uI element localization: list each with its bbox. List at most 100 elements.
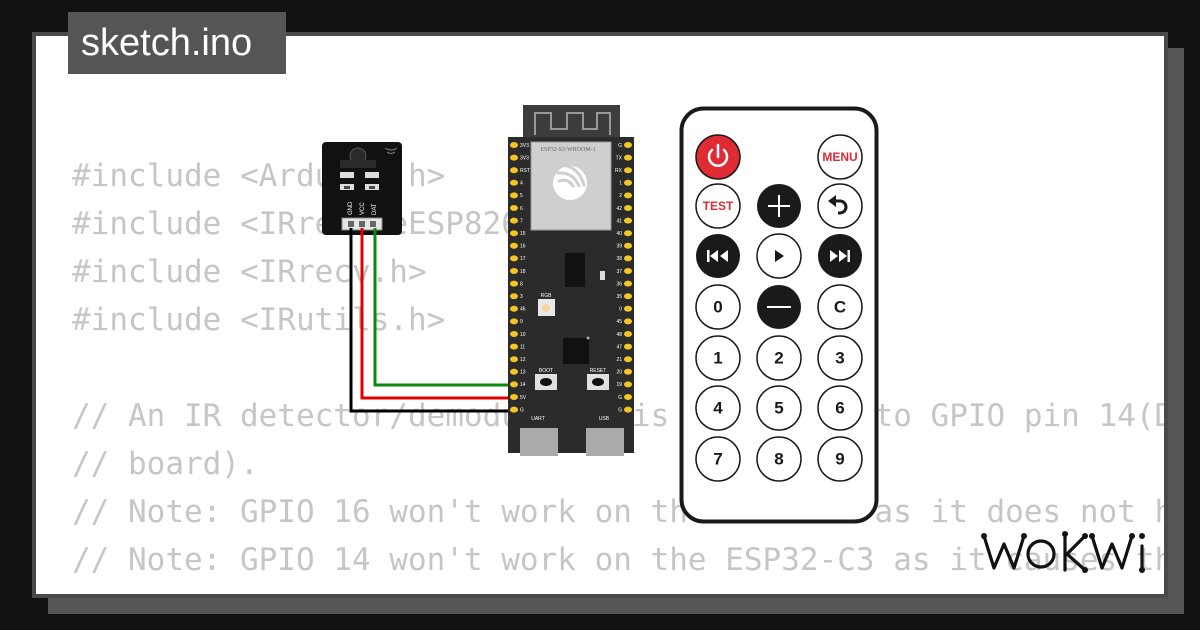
esp32-s3-devkit[interactable]: ESP32-S3-WROOM-1 3V33V3RST45671516171883… (508, 105, 634, 456)
digit-button-0[interactable]: 0 (695, 284, 741, 330)
left-pin-pad[interactable] (510, 318, 518, 325)
left-pin-pad[interactable] (510, 217, 518, 224)
digit-button-2[interactable]: 2 (756, 335, 802, 381)
right-pin-pad[interactable] (624, 255, 632, 262)
left-pin-pad[interactable] (510, 356, 518, 363)
left-pin-pad[interactable] (510, 305, 518, 312)
power-button[interactable] (695, 134, 741, 180)
left-pin-pad[interactable] (510, 268, 518, 274)
right-pin-pad[interactable] (624, 205, 632, 211)
left-pin-pad[interactable] (510, 381, 518, 388)
digit-label-3: 3 (835, 349, 844, 368)
digit-label-0: 0 (713, 298, 722, 317)
left-pin-pad[interactable] (510, 192, 518, 199)
left-pin-pad[interactable] (510, 280, 518, 287)
right-pin-pad[interactable] (624, 230, 632, 237)
menu-label: MENU (822, 150, 857, 164)
clear-button[interactable]: C (817, 284, 863, 330)
right-pin-pad[interactable] (624, 217, 632, 224)
left-pin-label: 46 (520, 307, 526, 313)
right-pin-label: RX (615, 168, 623, 174)
left-pin-pad[interactable] (510, 394, 518, 400)
back-button[interactable] (817, 183, 863, 229)
digit-label-5: 5 (774, 399, 783, 418)
left-pin-label: 10 (520, 332, 526, 338)
digit-button-5[interactable]: 5 (756, 385, 802, 431)
left-pin-pad[interactable] (510, 255, 518, 262)
left-pin-label: G (520, 407, 524, 413)
right-pin-pad[interactable] (624, 154, 632, 161)
ir-receiver-sensor[interactable]: GND VCC DAT (322, 142, 402, 235)
right-pin-pad[interactable] (624, 242, 632, 249)
right-pin-pad[interactable] (624, 381, 632, 388)
left-pin-pad[interactable] (510, 406, 518, 413)
digit-button-4[interactable]: 4 (695, 385, 741, 431)
left-pin-pad[interactable] (510, 179, 518, 186)
right-pin-pad[interactable] (624, 142, 632, 148)
right-pin-pad[interactable] (624, 394, 632, 400)
plus-button[interactable] (757, 184, 801, 228)
digit-button-7[interactable]: 7 (695, 436, 741, 482)
digit-button-6[interactable]: 6 (817, 385, 863, 431)
file-tab[interactable]: sketch.ino (68, 12, 286, 74)
right-pin-pad[interactable] (624, 280, 632, 287)
digit-label-7: 7 (713, 450, 722, 469)
left-pin-pad[interactable] (510, 331, 518, 337)
right-pin-pad[interactable] (624, 356, 632, 363)
right-pin-pad[interactable] (624, 268, 632, 274)
right-pin-label: 35 (616, 294, 622, 300)
right-pin-pad[interactable] (624, 167, 632, 174)
right-pin-label: 21 (616, 357, 622, 363)
right-pin-label: 2 (619, 193, 622, 199)
module-label: ESP32-S3-WROOM-1 (540, 147, 595, 153)
right-pin-pad[interactable] (624, 331, 632, 337)
left-pin-pad[interactable] (510, 368, 518, 375)
digit-button-1[interactable]: 1 (695, 335, 741, 381)
reset-label: RESET (590, 368, 607, 374)
ir-remote[interactable]: MENU TEST (679, 106, 879, 524)
back-arrow-icon (828, 195, 848, 215)
left-pin-pad[interactable] (510, 142, 518, 148)
right-pin-pad[interactable] (624, 305, 632, 312)
right-pin-label: 19 (616, 382, 622, 388)
digit-label-4: 4 (713, 399, 723, 418)
left-pin-pad[interactable] (510, 242, 518, 249)
left-pin-label: 3V3 (520, 143, 529, 149)
right-pin-label: TX (616, 155, 623, 161)
left-pin-pad[interactable] (510, 293, 518, 300)
boot-button[interactable] (535, 374, 557, 390)
test-button[interactable]: TEST (695, 183, 741, 229)
right-pin-pad[interactable] (624, 406, 632, 413)
boot-label: BOOT (539, 368, 553, 374)
right-pin-pad[interactable] (624, 368, 632, 375)
digit-label-1: 1 (713, 349, 722, 368)
left-pin-pad[interactable] (510, 205, 518, 211)
minus-button[interactable] (757, 285, 801, 329)
rewind-button[interactable] (696, 234, 740, 278)
right-pin-pad[interactable] (624, 293, 632, 300)
digit-button-9[interactable]: 9 (817, 436, 863, 482)
right-pin-pad[interactable] (624, 192, 632, 199)
forward-icon (830, 250, 850, 262)
left-pin-label: 14 (520, 382, 526, 388)
rewind-icon (707, 250, 728, 262)
right-pin-pad[interactable] (624, 318, 632, 325)
left-pin-label: 17 (520, 256, 526, 262)
digit-button-8[interactable]: 8 (756, 436, 802, 482)
left-pin-pad[interactable] (510, 343, 518, 350)
reset-button[interactable] (587, 374, 609, 390)
right-pin-pad[interactable] (624, 343, 632, 350)
play-button[interactable] (756, 233, 802, 279)
forward-button[interactable] (818, 234, 862, 278)
left-pin-pad[interactable] (510, 230, 518, 237)
usb-port (586, 428, 624, 456)
left-pin-pad[interactable] (510, 154, 518, 161)
left-pin-pad[interactable] (510, 167, 518, 174)
right-pin-label: 41 (616, 218, 622, 224)
menu-button[interactable]: MENU (817, 134, 863, 180)
digit-button-3[interactable]: 3 (817, 335, 863, 381)
left-pin-label: 16 (520, 244, 526, 250)
left-pin-label: 3V3 (520, 155, 529, 161)
right-pin-pad[interactable] (624, 179, 632, 186)
